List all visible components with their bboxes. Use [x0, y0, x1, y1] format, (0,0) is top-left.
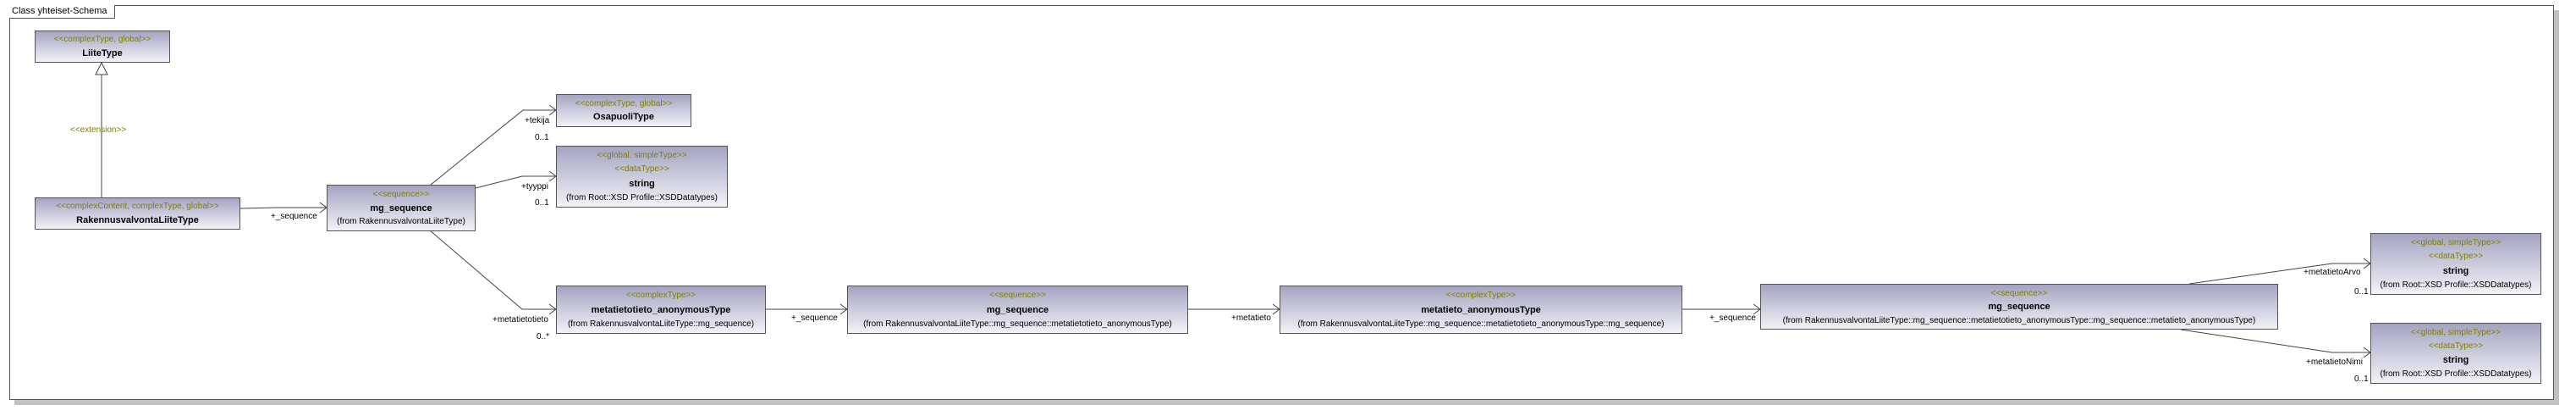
from-package: (from RakennusvalvontaLiiteType::mg_sequ…	[863, 319, 1172, 329]
stereotype-2: <<dataType>>	[2428, 341, 2484, 351]
class-mg-sequence-2[interactable]: <<sequence>> mg_sequence (from Rakennusv…	[847, 286, 1188, 334]
class-metatieto-anonymous-type[interactable]: <<complexType>> metatieto_anonymousType …	[1280, 286, 1682, 334]
class-mg-sequence-3[interactable]: <<sequence>> mg_sequence (from Rakennusv…	[1760, 284, 2278, 330]
class-name: mg_sequence	[1988, 302, 2050, 312]
mult-metatietotieto: 0..*	[537, 332, 550, 341]
class-rakennusvalvonta-liite-type[interactable]: <<complexContent, complexType, global>> …	[35, 197, 240, 230]
generalization-arrow	[95, 61, 108, 75]
mult-metatieto-arvo: 0..1	[2354, 287, 2369, 297]
class-name: mg_sequence	[986, 304, 1049, 315]
role-sequence-1: +_sequence	[271, 212, 317, 221]
role-sequence-3: +_sequence	[1709, 313, 1756, 323]
stereotype: <<complexType, global>>	[575, 98, 673, 108]
role-metatietotieto: +metatietotieto	[493, 315, 548, 324]
role-metatieto-nimi: +metatietoNimi	[2306, 358, 2363, 367]
stereotype: <<sequence>>	[1990, 288, 2048, 298]
class-mg-sequence-1[interactable]: <<sequence>> mg_sequence (from Rakennusv…	[327, 185, 476, 231]
class-name: string	[629, 178, 655, 189]
stereotype: <<global, simpleType>>	[2410, 238, 2502, 248]
assoc-nimi	[2180, 329, 2371, 358]
class-name: string	[2442, 265, 2469, 276]
class-name: mg_sequence	[370, 202, 432, 214]
from-package: (from RakennusvalvontaLiiteType::mg_sequ…	[567, 319, 755, 329]
class-name: OsapuoliType	[593, 112, 654, 123]
extension-label: <<extension>>	[70, 125, 127, 135]
role-metatieto-arvo: +metatietoArvo	[2304, 268, 2361, 277]
stereotype-2: <<dataType>>	[614, 164, 669, 175]
class-string-3[interactable]: <<global, simpleType>> <<dataType>> stri…	[2370, 323, 2541, 384]
class-name: string	[2442, 355, 2469, 365]
from-package: (from RakennusvalvontaLiiteType::mg_sequ…	[1782, 315, 2256, 325]
stereotype: <<complexContent, complexType, global>>	[56, 202, 219, 212]
stereotype: <<complexType>>	[1445, 291, 1516, 301]
mult-tyyppi: 0..1	[535, 198, 549, 208]
class-metatietotieto-anonymous-type[interactable]: <<complexType>> metatietotieto_anonymous…	[556, 286, 766, 334]
class-name: LiiteType	[82, 47, 123, 58]
from-package: (from Root::XSD Profile::XSDDatatypes)	[2380, 280, 2532, 290]
class-osapuoli-type[interactable]: <<complexType, global>> OsapuoliType	[556, 94, 691, 127]
frame-title: Class yhteiset-Schema	[9, 5, 115, 19]
from-package: (from RakennusvalvontaLiiteType::mg_sequ…	[1297, 319, 1665, 329]
from-package: (from Root::XSD Profile::XSDDatatypes)	[566, 192, 718, 202]
mult-metatieto-nimi: 0..1	[2354, 374, 2369, 384]
from-package: (from RakennusvalvontaLiiteType)	[337, 217, 465, 227]
class-string-1[interactable]: <<global, simpleType>> <<dataType>> stri…	[556, 146, 728, 208]
stereotype: <<global, simpleType>>	[2410, 328, 2502, 337]
class-name: RakennusvalvontaLiiteType	[76, 214, 199, 225]
from-package: (from Root::XSD Profile::XSDDatatypes)	[2380, 369, 2532, 379]
class-name: metatieto_anonymousType	[1421, 304, 1541, 315]
class-name: metatietotieto_anonymousType	[591, 304, 731, 315]
role-sequence-2: +_sequence	[791, 313, 838, 323]
class-string-2[interactable]: <<global, simpleType>> <<dataType>> stri…	[2370, 233, 2541, 295]
stereotype-2: <<dataType>>	[2428, 252, 2484, 262]
stereotype: <<complexType, global>>	[53, 35, 151, 45]
role-tyyppi: +tyyppi	[521, 182, 548, 191]
assoc-metatietotieto	[429, 230, 557, 315]
stereotype: <<sequence>>	[989, 291, 1046, 301]
class-liite-type[interactable]: <<complexType, global>> LiiteType	[35, 31, 170, 63]
role-tekija: +tekija	[525, 116, 550, 125]
stereotype: <<global, simpleType>>	[597, 151, 687, 161]
mult-tekija: 0..1	[535, 133, 549, 142]
stereotype: <<complexType>>	[625, 291, 696, 301]
role-metatieto: +metatieto	[1231, 313, 1271, 323]
stereotype: <<sequence>>	[372, 189, 430, 199]
